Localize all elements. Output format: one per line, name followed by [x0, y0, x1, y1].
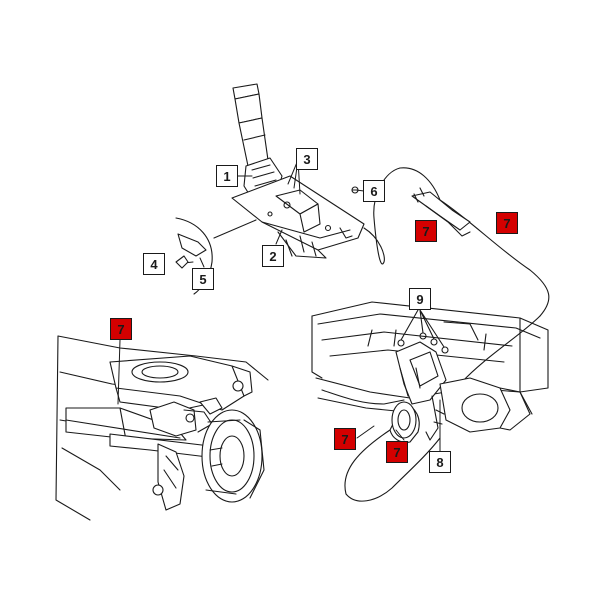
callout-2: 2 — [262, 245, 284, 267]
callout-9: 9 — [409, 288, 431, 310]
callout-7-left-view: 7 — [110, 318, 132, 340]
callout-3: 3 — [296, 148, 318, 170]
callout-8: 8 — [429, 451, 451, 473]
callout-5: 5 — [192, 268, 214, 290]
callout-4: 4 — [143, 253, 165, 275]
callout-7-cable-end: 7 — [415, 220, 437, 242]
shifter-assembly — [231, 83, 365, 259]
callout-7-cable-end-b: 7 — [496, 212, 518, 234]
left-detail-view — [55, 335, 269, 521]
right-detail-view — [311, 301, 549, 502]
callout-7-right-view-b: 7 — [386, 441, 408, 463]
callout-1: 1 — [216, 165, 238, 187]
callout-6: 6 — [363, 180, 385, 202]
shift-cable — [363, 167, 550, 385]
callout-7-right-view-a: 7 — [334, 428, 356, 450]
